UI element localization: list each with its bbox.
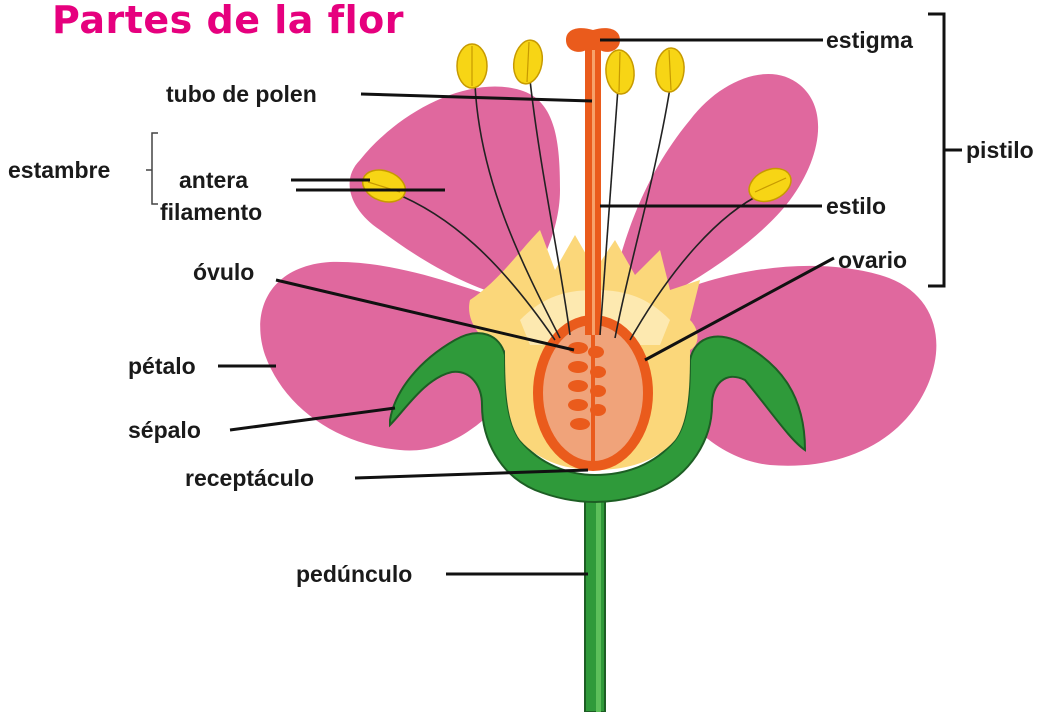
petal-lower-left xyxy=(260,261,520,451)
label-estigma: estigma xyxy=(826,27,913,53)
label-filamento: filamento xyxy=(160,199,262,225)
ovulo-6 xyxy=(590,385,606,397)
sepalo-cup xyxy=(389,332,807,504)
ovulo-2 xyxy=(588,346,604,358)
filamentos xyxy=(391,79,771,341)
petal-upper-left xyxy=(349,86,560,300)
estambre-bracket xyxy=(146,132,158,205)
pistilo-bracket xyxy=(928,12,962,288)
petal-upper-right xyxy=(610,73,819,310)
label-ovario: ovario xyxy=(838,247,907,273)
pedunculo-stem-highlight xyxy=(596,490,601,712)
filament-5 xyxy=(614,87,671,339)
label-petalo: pétalo xyxy=(128,353,196,379)
filament-2 xyxy=(474,84,561,339)
pedunculo-stem xyxy=(584,489,606,712)
ovulo-7 xyxy=(568,399,588,411)
estigma-head xyxy=(566,28,620,52)
ovulo-5 xyxy=(568,380,588,392)
flower-illustration xyxy=(260,28,937,712)
label-pistilo: pistilo xyxy=(966,137,1034,163)
estilo-highlight xyxy=(592,50,595,335)
leader-receptaculo xyxy=(354,468,589,480)
label-receptaculo: receptáculo xyxy=(185,465,314,491)
label-sepalo: sépalo xyxy=(128,417,201,443)
label-antera: antera xyxy=(179,167,248,193)
label-tubo-de-polen: tubo de polen xyxy=(166,81,317,107)
filament-1 xyxy=(391,191,556,341)
filament-4 xyxy=(599,87,619,336)
leader-lines xyxy=(218,38,835,576)
antera-1 xyxy=(361,169,407,203)
ovulo-4 xyxy=(590,366,606,378)
label-ovulo: óvulo xyxy=(193,259,254,285)
leader-ovulo xyxy=(275,278,575,352)
label-pedunculo: pedúnculo xyxy=(296,561,412,587)
label-estambre: estambre xyxy=(8,157,110,183)
brackets xyxy=(146,12,962,288)
leader-tubo-de-polen xyxy=(360,92,593,103)
filament-6 xyxy=(629,189,771,341)
leader-ovario xyxy=(644,256,835,362)
ovulo-9 xyxy=(570,418,590,430)
leader-sepalo xyxy=(229,406,396,432)
ovulo-8 xyxy=(590,404,606,416)
page-title: Partes de la flor xyxy=(52,0,405,42)
filament-3 xyxy=(529,79,571,336)
ovulo-3 xyxy=(568,361,588,373)
labels: estigma tubo de polen estambre antera fi… xyxy=(8,27,1034,587)
label-estilo: estilo xyxy=(826,193,886,219)
